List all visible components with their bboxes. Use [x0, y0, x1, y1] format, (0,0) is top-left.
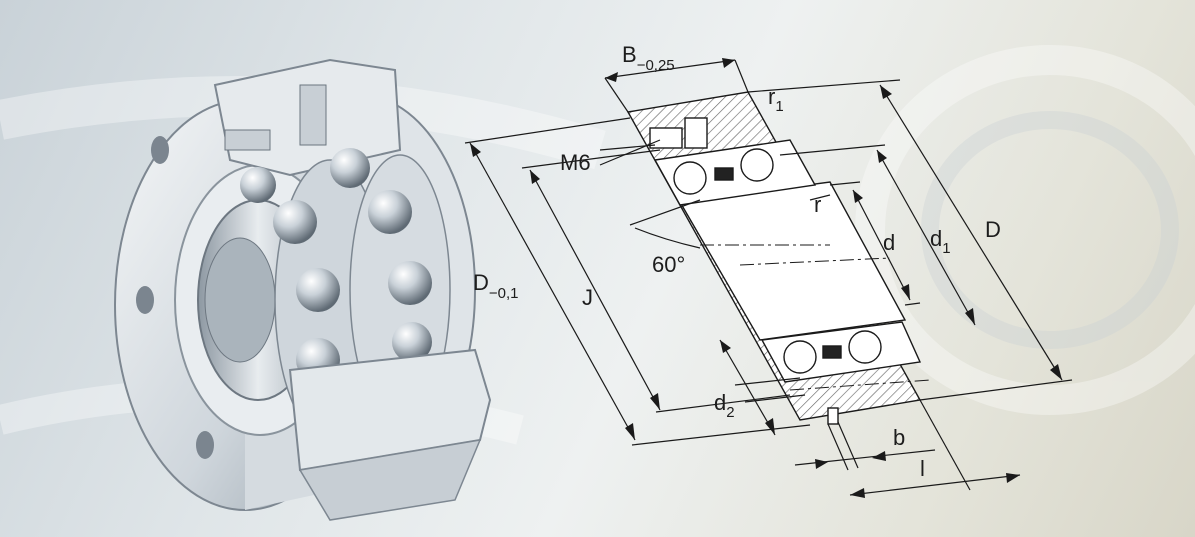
- ball-icon: [273, 200, 317, 244]
- grease-fitting-icon: [299, 84, 327, 146]
- label-d2: d2: [714, 390, 735, 421]
- flange-hole-icon: [136, 286, 154, 314]
- label-j: J: [582, 285, 593, 310]
- ball-icon: [848, 330, 882, 364]
- ball-icon: [740, 148, 774, 182]
- dimension-labels: B−0,25 r1 M6 60° r d d1 D D−0,1 J d2 b l: [473, 42, 1001, 481]
- ball-icon: [330, 148, 370, 188]
- ball-icon: [783, 340, 817, 374]
- label-d1: d1: [930, 226, 951, 257]
- flange-hole-icon: [151, 136, 169, 164]
- ball-icon: [296, 268, 340, 312]
- ball-icon: [388, 261, 432, 305]
- dimension-lines: [464, 59, 1073, 496]
- label-l: l: [920, 456, 925, 481]
- label-d: d: [883, 230, 895, 255]
- label-r1: r1: [768, 84, 784, 115]
- grease-fitting-icon: [224, 129, 271, 151]
- cross-section-drawing: [626, 91, 931, 425]
- ball-icon: [673, 161, 707, 195]
- ball-icon: [392, 322, 432, 362]
- label-d-tolerance: D−0,1: [473, 270, 519, 302]
- bearing-3d-cutaway: [114, 58, 492, 521]
- ball-icon: [368, 190, 412, 234]
- label-angle: 60°: [652, 252, 685, 277]
- label-b-width: B−0,25: [622, 42, 675, 74]
- label-r: r: [814, 192, 821, 217]
- label-outer-d: D: [985, 217, 1001, 242]
- flange-hole-icon: [196, 431, 214, 459]
- label-m6: M6: [560, 150, 591, 175]
- ball-icon: [240, 167, 276, 203]
- dimension-arrows: [470, 58, 1062, 498]
- label-b-slot: b: [893, 425, 905, 450]
